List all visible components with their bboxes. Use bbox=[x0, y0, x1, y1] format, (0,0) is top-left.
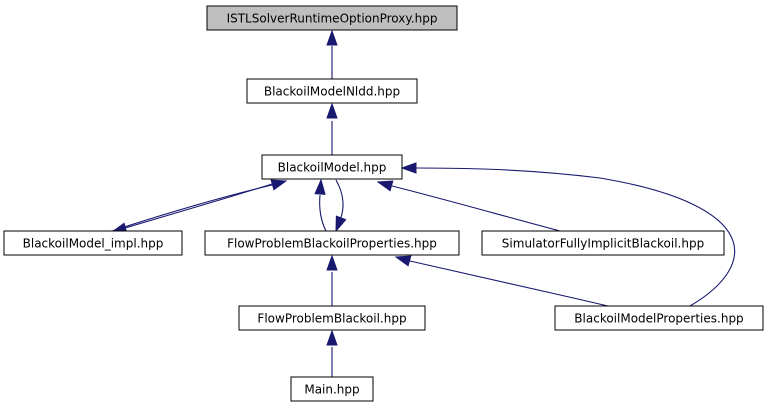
node-box bbox=[290, 376, 374, 402]
arrowhead-icon bbox=[326, 29, 338, 46]
node-label: BlackoilModel.hpp bbox=[278, 161, 387, 175]
node-box bbox=[261, 154, 403, 180]
arrowhead-icon bbox=[335, 215, 347, 233]
arrowhead-icon bbox=[376, 180, 394, 192]
node-model[interactable]: BlackoilModel.hpp bbox=[261, 154, 403, 180]
node-label: SimulatorFullyImplicitBlackoil.hpp bbox=[502, 237, 704, 251]
node-box bbox=[3, 230, 183, 256]
node-nldd[interactable]: BlackoilModelNldd.hpp bbox=[246, 78, 418, 104]
node-label: ISTLSolverRuntimeOptionProxy.hpp bbox=[227, 12, 438, 26]
node-box bbox=[554, 305, 764, 331]
node-label: BlackoilModel_impl.hpp bbox=[23, 237, 164, 251]
arrowhead-icon bbox=[394, 255, 412, 267]
edge-modelprops-to-fpbprops bbox=[409, 260, 609, 307]
node-box bbox=[204, 230, 460, 256]
node-fpbprops[interactable]: FlowProblemBlackoilProperties.hpp bbox=[204, 230, 460, 256]
node-label: BlackoilModelNldd.hpp bbox=[264, 85, 400, 99]
node-proxy: ISTLSolverRuntimeOptionProxy.hpp bbox=[206, 5, 458, 31]
edge-model-to-impl bbox=[124, 180, 283, 229]
edge-modelprops-to-model bbox=[414, 167, 736, 307]
arrowhead-icon bbox=[314, 178, 326, 195]
node-sim[interactable]: SimulatorFullyImplicitBlackoil.hpp bbox=[481, 230, 725, 256]
node-label: FlowProblemBlackoilProperties.hpp bbox=[227, 237, 437, 251]
edge-model-to-fpbprops bbox=[335, 179, 344, 221]
edge-fpbprops-to-model bbox=[319, 194, 327, 232]
arrowhead-icon bbox=[400, 162, 417, 174]
nodes-layer: ISTLSolverRuntimeOptionProxy.hppBlackoil… bbox=[3, 5, 764, 402]
node-impl[interactable]: BlackoilModel_impl.hpp bbox=[3, 230, 183, 256]
arrowhead-icon bbox=[326, 329, 338, 346]
node-label: BlackoilModelProperties.hpp bbox=[574, 312, 743, 326]
arrowhead-icon bbox=[326, 254, 338, 271]
edge-sim-to-model bbox=[391, 185, 561, 232]
node-box bbox=[238, 305, 426, 331]
node-box bbox=[481, 230, 725, 256]
arrowhead-icon bbox=[270, 179, 288, 191]
node-modelprops[interactable]: BlackoilModelProperties.hpp bbox=[554, 305, 764, 331]
node-label: Main.hpp bbox=[304, 383, 359, 397]
node-label: FlowProblemBlackoil.hpp bbox=[257, 312, 406, 326]
node-box bbox=[206, 5, 458, 31]
node-fpb[interactable]: FlowProblemBlackoil.hpp bbox=[238, 305, 426, 331]
node-box bbox=[246, 78, 418, 104]
arrowhead-icon bbox=[326, 102, 338, 119]
node-main[interactable]: Main.hpp bbox=[290, 376, 374, 402]
